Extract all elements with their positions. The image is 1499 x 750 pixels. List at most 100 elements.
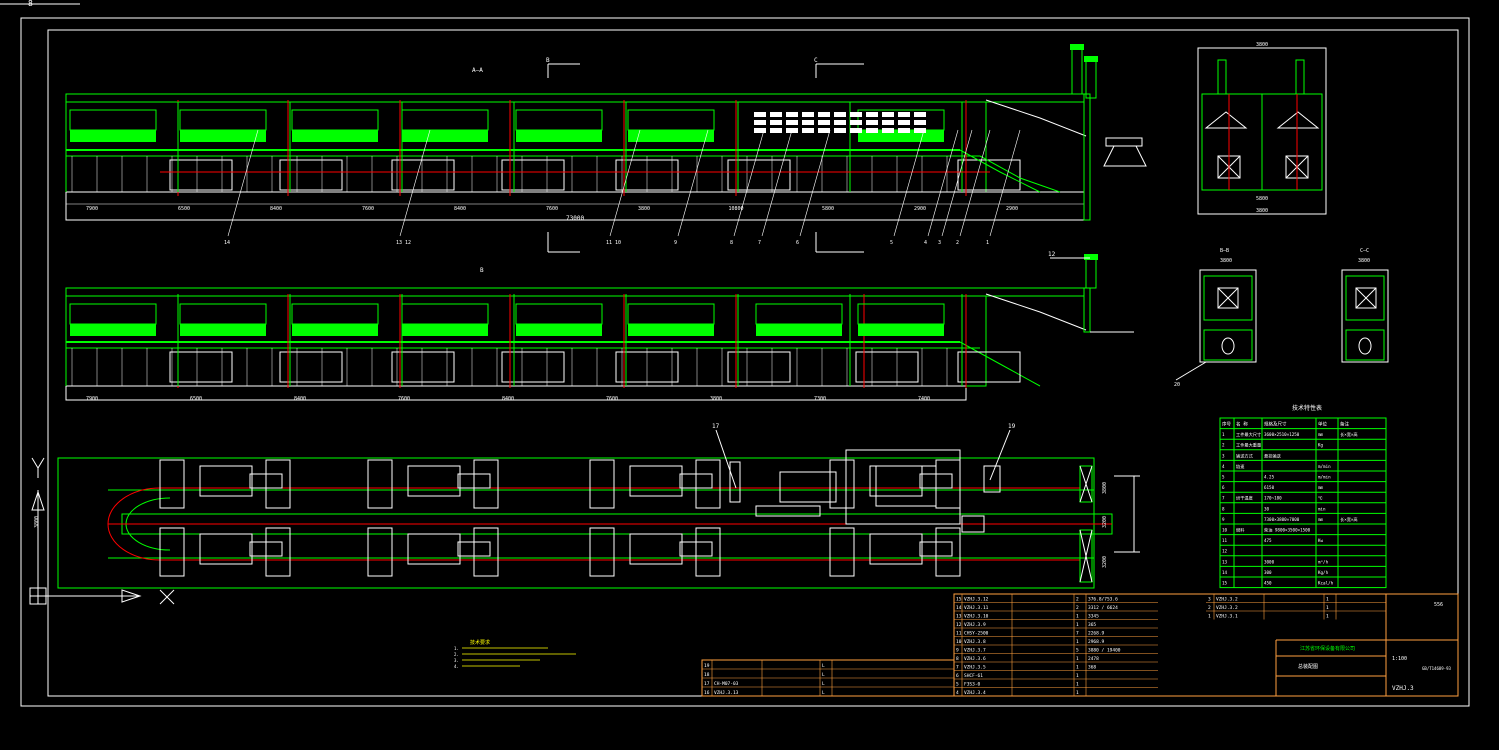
top-tab-label: 8 bbox=[28, 0, 33, 8]
spec-cell-6-1: 烘干温度 bbox=[1236, 495, 1254, 502]
spec-cell-14-3: Kcal/h bbox=[1318, 581, 1334, 586]
b-heater-3 bbox=[402, 324, 488, 336]
window-1-10 bbox=[914, 120, 926, 125]
callout-a-9: 3 bbox=[938, 240, 941, 246]
title-block-scale: 1:100 bbox=[1392, 656, 1407, 662]
bom-upper-cell-4-0: 11 bbox=[956, 631, 962, 637]
bom-upper-cell-4-1: CHSY-2500 bbox=[964, 631, 989, 637]
spec-header-1: 名 称 bbox=[1236, 421, 1248, 428]
bom-upper-cell-5-3: 1 bbox=[1076, 639, 1079, 645]
spec-cell-14-2: 450 bbox=[1264, 581, 1272, 586]
dim-b-5: 7600 bbox=[606, 396, 618, 402]
bom-upper-cell-11-3: 1 bbox=[1076, 690, 1079, 696]
window-2-5 bbox=[834, 128, 846, 133]
view-cc-dim: 3800 bbox=[1358, 258, 1370, 264]
bom-upper-cell-5-0: 10 bbox=[956, 639, 962, 645]
view-bb-title: B—B bbox=[1220, 248, 1229, 254]
bom-upper-cell-2-4: 3345 bbox=[1088, 614, 1099, 620]
plan-dim-right-2: 3200 bbox=[1102, 516, 1108, 528]
b-burner-box-6 bbox=[855, 351, 919, 383]
bom-upper-cell-11-0: 4 bbox=[956, 690, 959, 696]
window-1-8 bbox=[882, 120, 894, 125]
b-heater-5 bbox=[628, 324, 714, 336]
bom-upper-cell-1-0: 14 bbox=[956, 605, 962, 611]
bom-upper-cell-10-1: F3S3-0 bbox=[964, 682, 981, 688]
dim-b-2: 8400 bbox=[294, 396, 306, 402]
bom-upper-cell-6-3: 5 bbox=[1076, 648, 1079, 654]
dim-b-4: 8400 bbox=[502, 396, 514, 402]
bom-lower-cell-2-3: L bbox=[822, 681, 825, 687]
spec-cell-2-2: 悬挂输送 bbox=[1264, 452, 1282, 459]
bom-mid-cell-0-3: 1 bbox=[1326, 597, 1329, 603]
bom-upper-cell-0-3: 2 bbox=[1076, 597, 1079, 603]
heater-blocks-b bbox=[69, 294, 1021, 388]
plan-drum-1-0 bbox=[367, 459, 393, 509]
spec-cell-8-2: 7300×3800×7000 bbox=[1264, 517, 1300, 522]
spec-cell-13-0: 14 bbox=[1222, 570, 1228, 575]
spec-cell-9-1: 燃料 bbox=[1236, 527, 1245, 534]
dim-a-8: 5800 bbox=[822, 206, 834, 212]
a-heater-4 bbox=[516, 130, 602, 142]
bom-upper-cell-0-0: 15 bbox=[956, 597, 962, 603]
b-burner-box-7 bbox=[957, 351, 1021, 383]
plan-unit-3-1 bbox=[869, 533, 923, 565]
spec-cell-9-0: 10 bbox=[1222, 528, 1228, 533]
callout-a-3: 9 bbox=[674, 240, 677, 246]
bom-mid-cell-2-1: VZHJ.3.1 bbox=[1216, 614, 1238, 620]
b-burner-box-2 bbox=[391, 351, 455, 383]
plan-drum2-1-0 bbox=[473, 459, 499, 509]
window-0-0 bbox=[754, 112, 766, 117]
b-burner-box-5 bbox=[727, 351, 791, 383]
spec-cell-7-0: 8 bbox=[1222, 506, 1225, 511]
a-heater-2 bbox=[292, 130, 378, 142]
outer-frame bbox=[20, 17, 1470, 707]
spec-cell-4-3: m/min bbox=[1318, 475, 1331, 480]
notes-line-1: 1. bbox=[454, 646, 459, 651]
plan-unit-0-0 bbox=[199, 465, 253, 497]
window-1-1 bbox=[770, 120, 782, 125]
window-1-0 bbox=[754, 120, 766, 125]
bom-lower-cell-0-3: L bbox=[822, 663, 825, 669]
bom-upper-cell-2-1: VZHJ.3.10 bbox=[964, 614, 989, 620]
b-heater-0 bbox=[70, 324, 156, 336]
window-2-10 bbox=[914, 128, 926, 133]
spec-cell-7-2: 30 bbox=[1264, 506, 1270, 511]
bom-upper-cell-8-3: 1 bbox=[1076, 665, 1079, 671]
spec-cell-6-2: 170~180 bbox=[1264, 496, 1282, 501]
b-duct-5 bbox=[627, 303, 715, 325]
dim-b-1: 6500 bbox=[190, 396, 202, 402]
b-duct-1 bbox=[179, 303, 267, 325]
callout-leader-6 bbox=[799, 129, 831, 237]
callout-leader-1 bbox=[399, 129, 431, 237]
a-duct-0 bbox=[69, 109, 157, 131]
end-view-dim-bottom: 3800 bbox=[1256, 208, 1268, 214]
bom-upper-cell-0-4: 376.8/753.6 bbox=[1088, 597, 1118, 603]
dim-b-7: 7300 bbox=[814, 396, 826, 402]
dim-a-4: 8400 bbox=[454, 206, 466, 212]
b-duct-7 bbox=[857, 303, 945, 325]
plan-unit-1-0 bbox=[407, 465, 461, 497]
notes-line-2: 2. bbox=[454, 652, 459, 657]
section-mark-c: C bbox=[814, 57, 818, 64]
bom-lower-cell-2-1: CH-M07-03 bbox=[714, 681, 739, 687]
top-tab[interactable]: 8 bbox=[0, 0, 80, 8]
plan-view: 17 19 3800 3200 3200 3800 bbox=[29, 423, 1140, 605]
b-duct-4 bbox=[515, 303, 603, 325]
spec-cell-4-2: 4.25 bbox=[1264, 475, 1275, 480]
window-0-4 bbox=[818, 112, 830, 117]
window-2-6 bbox=[850, 128, 862, 133]
spec-cell-8-0: 9 bbox=[1222, 517, 1225, 522]
window-0-10 bbox=[914, 112, 926, 117]
spec-table-title: 技术特性表 bbox=[1292, 404, 1322, 412]
dim-b-0: 7900 bbox=[86, 396, 98, 402]
window-1-4 bbox=[818, 120, 830, 125]
bom-upper-cell-7-1: VZHJ.3.6 bbox=[964, 656, 986, 662]
plan-drum2-2-0 bbox=[695, 459, 721, 509]
bom-upper-cell-1-1: VZHJ.3.11 bbox=[964, 605, 989, 611]
window-0-3 bbox=[802, 112, 814, 117]
